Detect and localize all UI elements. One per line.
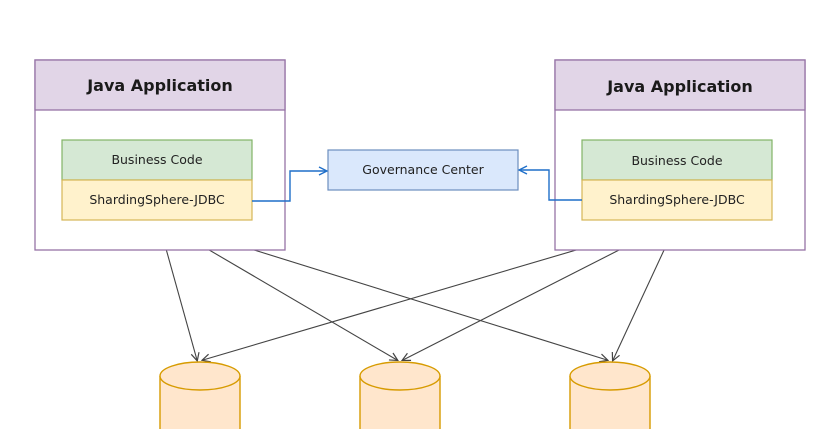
- link-left-jdbc-to-governance: [252, 171, 326, 202]
- database-body: [569, 376, 651, 429]
- database-top: [359, 361, 441, 391]
- governance-links: [252, 170, 582, 202]
- database-cylinder: [159, 361, 241, 429]
- database-top: [159, 361, 241, 391]
- governance-box: [327, 149, 519, 191]
- sharding-jdbc-label: ShardingSphere-JDBC: [89, 192, 225, 207]
- database-cylinder: [359, 361, 441, 429]
- java-application-right: Java Application Business Code ShardingS…: [554, 59, 806, 251]
- sharding-jdbc-label: ShardingSphere-JDBC: [609, 192, 745, 207]
- database-top: [569, 361, 651, 391]
- app-header: [34, 59, 286, 111]
- governance-label: Governance Center: [362, 162, 484, 177]
- app-title: Java Application: [86, 76, 233, 95]
- app-title: Java Application: [606, 77, 753, 96]
- business-code-label: Business Code: [631, 153, 722, 168]
- database-cylinder: [569, 361, 651, 429]
- databases: [159, 361, 651, 429]
- link-right-jdbc-to-governance: [520, 170, 582, 201]
- app-header: [554, 59, 806, 111]
- sharding-jdbc-layer: [581, 179, 773, 221]
- business-code-label: Business Code: [111, 152, 202, 167]
- business-code-layer: [61, 139, 253, 181]
- database-body: [359, 376, 441, 429]
- database-body: [159, 376, 241, 429]
- business-code-layer: [581, 139, 773, 181]
- governance-center: Governance Center: [327, 149, 519, 191]
- java-application-left: Java Application Business Code ShardingS…: [34, 59, 286, 251]
- sharding-jdbc-layer: [61, 179, 253, 221]
